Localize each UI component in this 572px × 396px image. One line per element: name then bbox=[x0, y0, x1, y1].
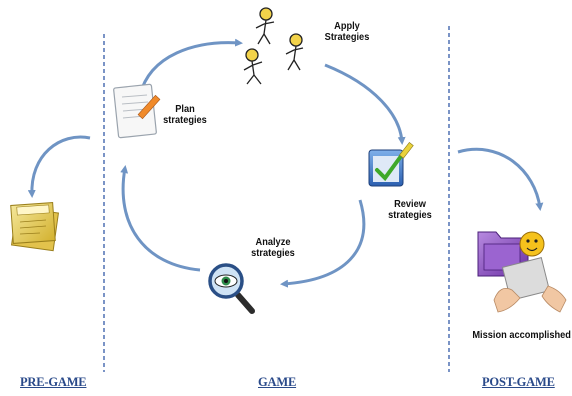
label-mission-accomplished: Mission accomplished bbox=[472, 329, 571, 341]
arrow-analyze-to-plan bbox=[120, 165, 201, 272]
label-plan-strategies: Plan strategies bbox=[163, 103, 207, 126]
magnifier-eye-icon bbox=[208, 263, 255, 314]
notepad-pencil-icon bbox=[113, 83, 161, 139]
documents-stack-icon bbox=[10, 202, 60, 252]
stick-figures-icon bbox=[243, 7, 304, 85]
phase-post-game: POST-GAME bbox=[482, 375, 555, 389]
label-analyze-strategies: Analyze strategies bbox=[251, 236, 295, 259]
arrow-plan-to-apply bbox=[138, 38, 243, 96]
checkmark-window-icon bbox=[368, 142, 414, 187]
label-review-strategies: Review strategies bbox=[388, 198, 432, 221]
folder-mascot-icon bbox=[477, 231, 567, 313]
arrow-review-to-analyze bbox=[280, 199, 366, 288]
label-apply-strategies: Apply Strategies bbox=[324, 20, 370, 43]
arrow-postgame bbox=[457, 147, 544, 211]
phase-game: GAME bbox=[258, 375, 297, 389]
phase-pre-game: PRE-GAME bbox=[20, 375, 87, 389]
arrow-apply-to-review bbox=[324, 63, 406, 145]
arrow-pregame bbox=[27, 135, 91, 198]
